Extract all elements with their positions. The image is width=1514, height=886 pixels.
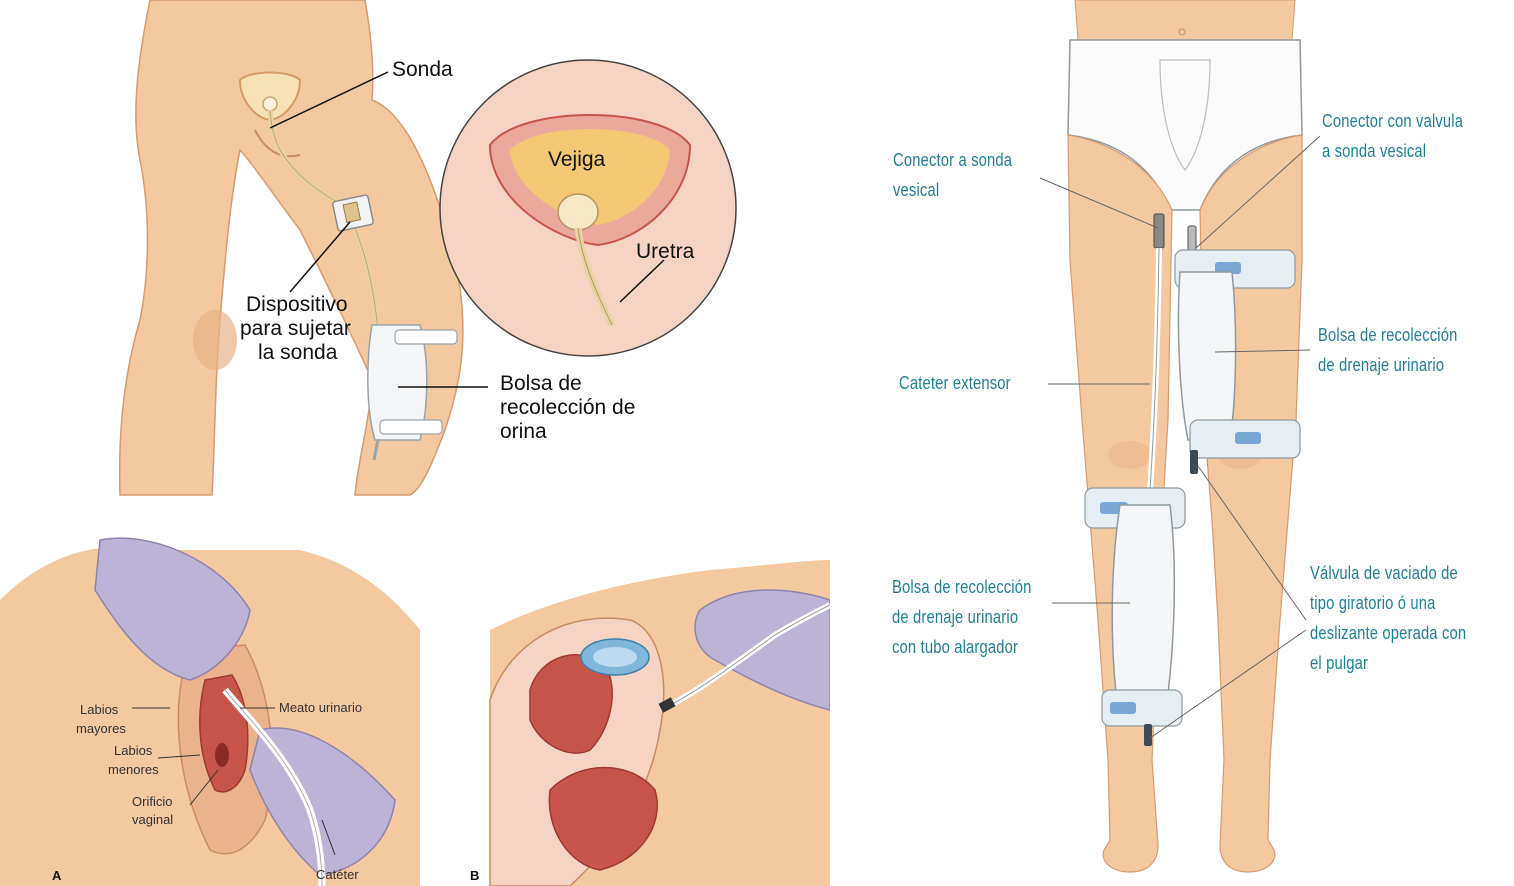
label-valvula-vaciado-3: deslizante operada con <box>1310 618 1466 648</box>
label-bolsa-alargador-3: con tubo alargador <box>892 632 1018 662</box>
leader-valvula-2 <box>1150 630 1306 738</box>
leader-conector-valvula <box>1196 136 1320 248</box>
label-conector-valvula-2: a sonda vesical <box>1322 136 1426 166</box>
label-bolsa-recoleccion-2: de drenaje urinario <box>1318 350 1444 380</box>
leader-conector-sonda <box>1040 178 1158 228</box>
label-bolsa-alargador-2: de drenaje urinario <box>892 602 1018 632</box>
label-conector-sonda-1: Conector a sonda <box>893 145 1012 175</box>
label-valvula-vaciado-1: Válvula de vaciado de <box>1310 558 1458 588</box>
leader-valvula-1 <box>1198 466 1306 620</box>
label-valvula-vaciado-2: tipo giratorio ó una <box>1310 588 1436 618</box>
label-conector-valvula-1: Conector con valvula <box>1322 106 1463 136</box>
label-bolsa-recoleccion-1: Bolsa de recolección <box>1318 320 1457 350</box>
label-bolsa-alargador-1: Bolsa de recolección <box>892 572 1031 602</box>
leader-bolsa-recoleccion <box>1215 350 1310 352</box>
label-cateter-extensor: Cateter extensor <box>899 368 1011 398</box>
label-conector-sonda-2: vesical <box>893 175 939 205</box>
label-valvula-vaciado-4: el pulgar <box>1310 648 1368 678</box>
